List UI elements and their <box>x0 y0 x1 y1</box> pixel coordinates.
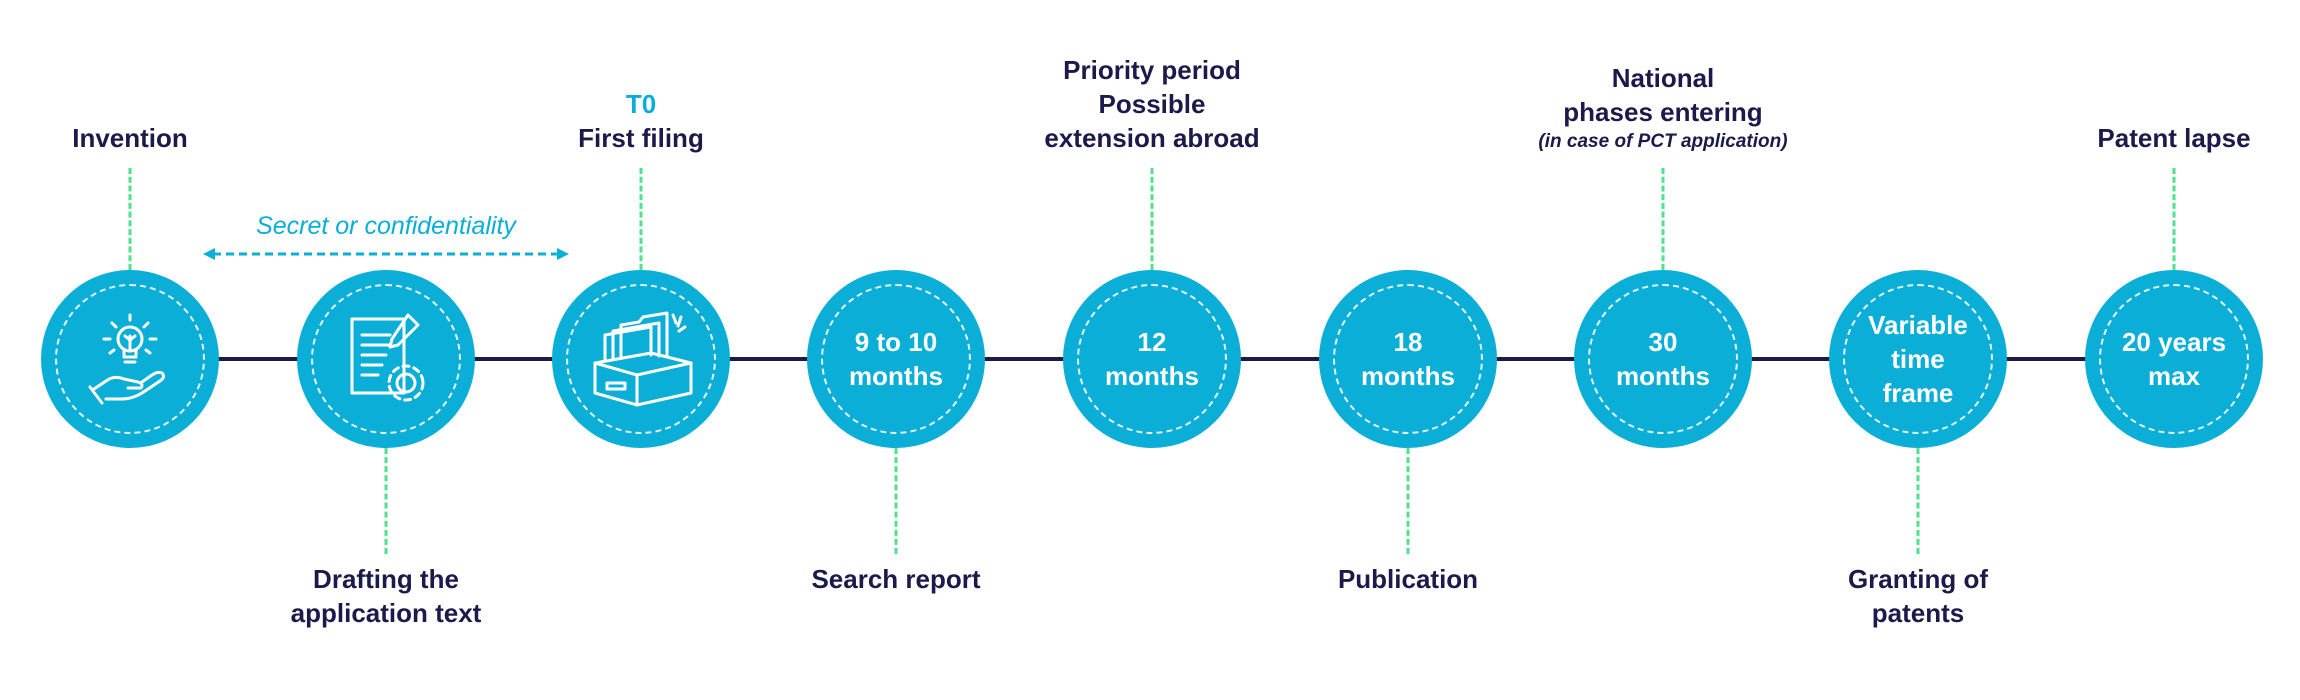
step-node-20-years-max: 20 years max <box>2085 270 2263 448</box>
lightbulb-hand-icon <box>84 309 176 409</box>
document-gear-icon <box>338 309 434 409</box>
step-label-publication: Publication <box>1338 562 1478 596</box>
step-label-priority-period: Priority period Possible extension abroa… <box>1044 53 1259 155</box>
step-node-invention <box>41 270 219 448</box>
step-label-first-filing: T0 First filing <box>578 87 704 155</box>
connector <box>1151 168 1154 270</box>
connector <box>1407 448 1410 554</box>
secret-note: Secret or confidentiality <box>256 212 516 241</box>
step-node-12-months: 12 months <box>1063 270 1241 448</box>
step-label-drafting: Drafting the application text <box>291 562 482 630</box>
step-node-18-months: 18 months <box>1319 270 1497 448</box>
connector <box>640 168 643 270</box>
double-arrow-icon <box>203 246 569 262</box>
connector <box>385 448 388 554</box>
connector <box>2173 168 2176 270</box>
step-node-9-to-10-months: 9 to 10 months <box>807 270 985 448</box>
step-label-granting-of-patents: Granting of patents <box>1848 562 1988 630</box>
step-node-drafting <box>297 270 475 448</box>
step-node-30-months: 30 months <box>1574 270 1752 448</box>
connector <box>895 448 898 554</box>
step-node-variable-time-frame: Variable time frame <box>1829 270 2007 448</box>
connector <box>1917 448 1920 554</box>
connector <box>129 168 132 270</box>
step-label-search-report: Search report <box>811 562 980 596</box>
step-node-first-filing <box>552 270 730 448</box>
step-label-national-phases: National phases entering (in case of PCT… <box>1538 61 1787 155</box>
step-label-patent-lapse: Patent lapse <box>2097 121 2250 155</box>
t0-tag: T0 <box>578 87 704 121</box>
filing-box-icon <box>581 309 701 409</box>
connector <box>1662 168 1665 270</box>
step-label-invention: Invention <box>72 121 188 155</box>
